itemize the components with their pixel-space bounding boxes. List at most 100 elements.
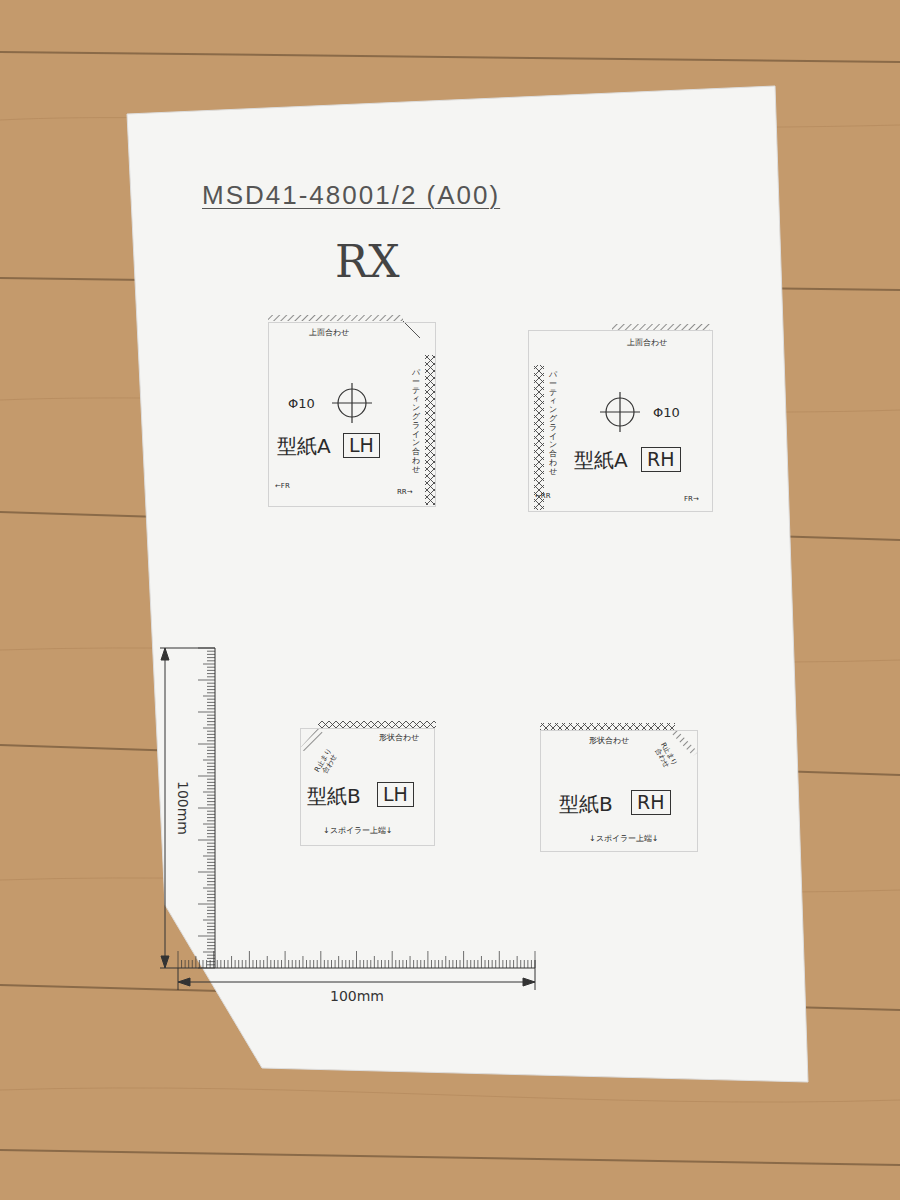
- align-note: パーティングライン合わせ: [549, 371, 557, 477]
- ruler-tick: [342, 960, 343, 968]
- ruler-tick: [235, 960, 236, 968]
- plank-seam: [0, 52, 900, 62]
- ruler-tick: [207, 865, 215, 866]
- crosshair-line: [351, 383, 352, 423]
- ruler-tick: [417, 960, 418, 968]
- edge-note: ↓スポイラー上端↓: [589, 835, 658, 844]
- ruler-tick: [492, 960, 493, 968]
- ruler-tick: [420, 960, 421, 968]
- ruler-tick: [207, 881, 215, 882]
- crosshair-symbol: [332, 383, 372, 423]
- ruler-tick: [207, 817, 215, 818]
- ruler-tick: [192, 960, 193, 968]
- ruler-tick: [207, 715, 215, 716]
- ruler-tick: [198, 744, 215, 745]
- ruler-tick: [477, 960, 478, 968]
- ruler-tick: [207, 843, 215, 844]
- ruler-tick: [363, 960, 364, 968]
- ruler-tick: [360, 960, 361, 968]
- direction-mark: ←FR: [275, 483, 290, 491]
- crosshair-symbol: [600, 392, 640, 432]
- ruler-tick: [449, 960, 450, 968]
- ruler-tick: [288, 960, 289, 968]
- side-label: LH: [383, 784, 408, 805]
- ruler-tick: [277, 960, 278, 968]
- dimension-arrow: [523, 978, 535, 986]
- template-card: 形状合わせR止まり 合わせ型紙B↓スポイラー上端↓LH: [300, 728, 435, 846]
- side-label: LH: [349, 435, 374, 456]
- ruler-tick: [324, 960, 325, 968]
- dimension-label: 100mm: [330, 989, 384, 1004]
- ruler-tick: [207, 932, 215, 933]
- ruler-tick: [213, 951, 214, 968]
- ruler-tick: [198, 904, 215, 905]
- ruler-tick: [207, 753, 215, 754]
- ruler-tick: [207, 782, 215, 783]
- ruler-tick: [260, 960, 261, 968]
- ruler-tick: [392, 951, 393, 968]
- ruler-tick: [207, 868, 215, 869]
- ruler-tick: [207, 795, 215, 796]
- ruler-tick: [203, 664, 215, 665]
- ruler-tick: [198, 872, 215, 873]
- ruler-tick: [207, 731, 215, 732]
- ruler-tick: [207, 673, 215, 674]
- ruler-tick: [481, 956, 482, 968]
- hole-diameter: Φ10: [653, 406, 680, 420]
- direction-mark: FR→: [684, 496, 699, 504]
- ruler-tick: [207, 852, 215, 853]
- parting-line-hatch: [425, 355, 435, 505]
- ruler-tick: [207, 750, 215, 751]
- ruler-tick: [270, 960, 271, 968]
- ruler-tick: [207, 683, 215, 684]
- ruler-tick: [198, 808, 215, 809]
- ruler-tick: [413, 960, 414, 968]
- parting-line-hatch: [534, 365, 544, 510]
- ruler-tick: [356, 951, 357, 968]
- ruler-tick: [207, 926, 215, 927]
- ruler-tick: [207, 798, 215, 799]
- ruler-tick: [207, 689, 215, 690]
- ruler-tick: [285, 951, 286, 968]
- handwritten-note: RX: [335, 238, 399, 286]
- ruler-tick: [245, 960, 246, 968]
- ruler-tick: [470, 960, 471, 968]
- ruler-tick: [331, 960, 332, 968]
- ruler-tick: [207, 702, 215, 703]
- ruler-tick: [203, 920, 215, 921]
- plank-seams: [0, 52, 900, 1165]
- side-box: RH: [641, 447, 681, 472]
- template-card: 上面合わせΦ10パーティングライン合わせ型紙A←FRRR→LH: [268, 322, 436, 507]
- ruler-tick: [535, 951, 536, 968]
- ruler-tick: [207, 785, 215, 786]
- ruler-tick: [203, 792, 215, 793]
- ruler-tick: [513, 960, 514, 968]
- ruler-tick: [474, 960, 475, 968]
- align-note: 形状合わせ: [589, 737, 629, 746]
- ruler-tick: [207, 916, 215, 917]
- align-note: 形状合わせ: [379, 734, 419, 743]
- ruler-tick: [203, 728, 215, 729]
- ruler-tick: [317, 960, 318, 968]
- ruler-tick: [406, 960, 407, 968]
- ruler-tick: [452, 960, 453, 968]
- ruler-tick: [338, 956, 339, 968]
- side-box: LH: [343, 433, 380, 458]
- ruler-tick: [203, 760, 215, 761]
- ruler-tick: [207, 756, 215, 757]
- extension-line: [178, 968, 179, 990]
- ruler-tick: [198, 936, 215, 937]
- document-number: MSD41-48001/2 (A00): [202, 180, 500, 211]
- ruler-tick: [327, 960, 328, 968]
- ruler-tick: [506, 960, 507, 968]
- direction-mark: ←RR: [535, 493, 551, 501]
- ruler-tick: [199, 960, 200, 968]
- template-name: 型紙A: [574, 449, 628, 471]
- scale-figure: [160, 648, 535, 990]
- top-hatch: [268, 315, 403, 321]
- ruler-tick: [207, 721, 215, 722]
- ruler-tick: [460, 960, 461, 968]
- ruler-tick: [198, 776, 215, 777]
- ruler-tick: [242, 960, 243, 968]
- dimension-arrow: [161, 648, 169, 660]
